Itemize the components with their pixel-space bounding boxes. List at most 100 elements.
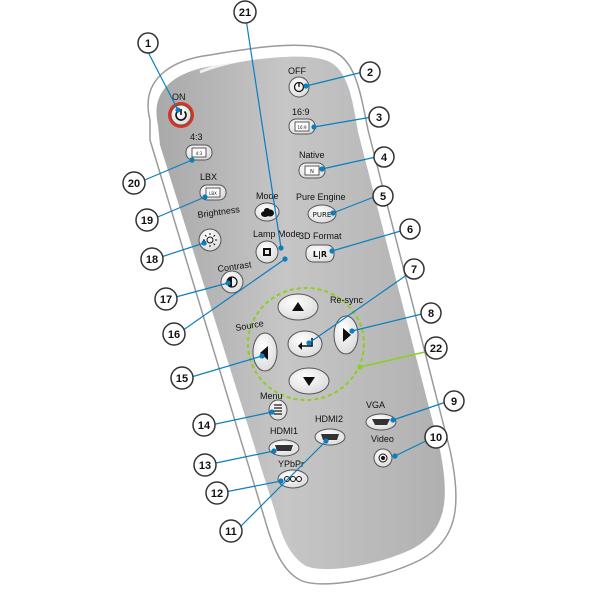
dpad-up-button[interactable] bbox=[277, 293, 319, 321]
ratio-16-9-button[interactable]: 16:9 bbox=[288, 118, 316, 135]
callout-3: 3 bbox=[368, 106, 390, 128]
callout-18: 18 bbox=[140, 247, 164, 271]
mode-button[interactable] bbox=[254, 202, 280, 222]
3d-format-face: L|R bbox=[313, 250, 327, 259]
power-icon bbox=[175, 109, 187, 121]
label-lamp-mode: Lamp Mode bbox=[253, 229, 301, 239]
dpad-down-button[interactable] bbox=[288, 367, 330, 395]
callout-8: 8 bbox=[420, 302, 442, 324]
callout-4: 4 bbox=[373, 146, 395, 168]
svg-text:6: 6 bbox=[407, 224, 413, 236]
lbx-face: LBX bbox=[209, 191, 217, 196]
label-hdmi1: HDMI1 bbox=[270, 426, 298, 436]
svg-text:11: 11 bbox=[225, 526, 237, 538]
left-arrow-icon bbox=[260, 346, 268, 360]
svg-text:16: 16 bbox=[168, 329, 180, 341]
callout-11: 11 bbox=[219, 519, 243, 543]
power-icon bbox=[293, 81, 305, 93]
label-pure-engine: Pure Engine bbox=[296, 192, 346, 202]
svg-text:20: 20 bbox=[128, 178, 140, 190]
callout-6: 6 bbox=[399, 218, 421, 240]
vga-port-icon bbox=[372, 419, 390, 425]
hdmi1-button[interactable] bbox=[268, 439, 300, 457]
callout-22: 22 bbox=[424, 336, 448, 360]
up-arrow-icon bbox=[292, 302, 304, 311]
ypbpr-button[interactable] bbox=[277, 469, 309, 489]
menu-lines-icon bbox=[274, 404, 282, 415]
brightness-button[interactable] bbox=[198, 228, 222, 252]
svg-text:18: 18 bbox=[146, 254, 158, 266]
vga-button[interactable] bbox=[365, 413, 397, 431]
label-native: Native bbox=[299, 150, 325, 160]
svg-text:7: 7 bbox=[411, 264, 417, 276]
svg-text:15: 15 bbox=[176, 373, 188, 385]
dpad bbox=[252, 293, 359, 395]
lamp-icon bbox=[263, 248, 271, 256]
hdmi2-button[interactable] bbox=[314, 428, 346, 446]
callout-13: 13 bbox=[193, 453, 217, 477]
label-3d-format: 3D Format bbox=[299, 231, 342, 241]
svg-text:21: 21 bbox=[239, 7, 251, 19]
callout-line-22 bbox=[359, 351, 426, 368]
label-source: Source bbox=[235, 318, 265, 333]
label-resync: Re-sync bbox=[330, 295, 364, 305]
callout-5: 5 bbox=[372, 185, 394, 207]
svg-text:12: 12 bbox=[211, 488, 223, 500]
svg-text:3: 3 bbox=[376, 112, 382, 124]
svg-text:14: 14 bbox=[198, 420, 211, 432]
label-on: ON bbox=[172, 92, 186, 102]
pure-face: PURE bbox=[313, 211, 332, 219]
label-ypbpr: YPbPr bbox=[278, 459, 304, 469]
ratio-4-3-button[interactable]: 4:3 bbox=[185, 144, 213, 161]
pure-engine-button[interactable]: PURE bbox=[307, 204, 337, 224]
dpad-highlight-ring bbox=[247, 287, 365, 401]
callout-12: 12 bbox=[205, 481, 229, 505]
cloud-icon bbox=[261, 208, 274, 217]
right-arrow-icon bbox=[343, 328, 351, 342]
3d-format-button[interactable]: L|R bbox=[305, 244, 335, 263]
svg-text:10: 10 bbox=[430, 432, 442, 444]
callout-2: 2 bbox=[359, 61, 381, 83]
enter-button[interactable] bbox=[287, 330, 323, 358]
label-vga: VGA bbox=[366, 400, 385, 410]
callout-1: 1 bbox=[137, 32, 159, 54]
label-menu: Menu bbox=[260, 391, 283, 401]
dpad-right-button[interactable] bbox=[333, 315, 359, 355]
callout-15: 15 bbox=[170, 366, 194, 390]
label-video: Video bbox=[371, 434, 394, 444]
dpad-left-button[interactable] bbox=[252, 332, 278, 372]
svg-text:22: 22 bbox=[430, 343, 442, 355]
ratio-4-3-face: 4:3 bbox=[196, 151, 203, 156]
power-on-button[interactable] bbox=[168, 102, 194, 128]
callout-21: 21 bbox=[233, 0, 257, 24]
label-hdmi2: HDMI2 bbox=[315, 414, 343, 424]
sun-icon bbox=[203, 233, 217, 247]
callout-14: 14 bbox=[192, 413, 216, 437]
svg-text:17: 17 bbox=[160, 294, 172, 306]
svg-text:4: 4 bbox=[381, 152, 388, 164]
lamp-mode-button[interactable] bbox=[255, 240, 279, 264]
video-dot-icon bbox=[378, 453, 388, 463]
contrast-button[interactable] bbox=[220, 270, 244, 294]
hdmi-port-icon bbox=[321, 434, 339, 440]
callout-20: 20 bbox=[122, 171, 146, 195]
callout-bubbles: 1 2 3 4 5 6 7 8 22 9 10 11 12 13 14 15 1… bbox=[122, 0, 465, 543]
native-face: N bbox=[310, 169, 314, 175]
label-4-3: 4:3 bbox=[190, 132, 203, 142]
power-off-button[interactable] bbox=[288, 76, 310, 98]
callout-lines bbox=[139, 18, 450, 532]
label-mode: Mode bbox=[256, 191, 279, 201]
menu-button[interactable] bbox=[268, 399, 288, 421]
hdmi-port-icon bbox=[275, 445, 293, 451]
callout-10: 10 bbox=[424, 425, 448, 449]
callout-16: 16 bbox=[162, 322, 186, 346]
video-button[interactable] bbox=[373, 448, 393, 468]
down-arrow-icon bbox=[303, 377, 315, 386]
native-button[interactable]: N bbox=[298, 162, 326, 179]
callout-dots bbox=[175, 83, 398, 484]
label-contrast: Contrast bbox=[217, 259, 253, 274]
svg-text:2: 2 bbox=[367, 67, 373, 79]
callout-7: 7 bbox=[403, 258, 425, 280]
svg-text:8: 8 bbox=[428, 308, 434, 320]
